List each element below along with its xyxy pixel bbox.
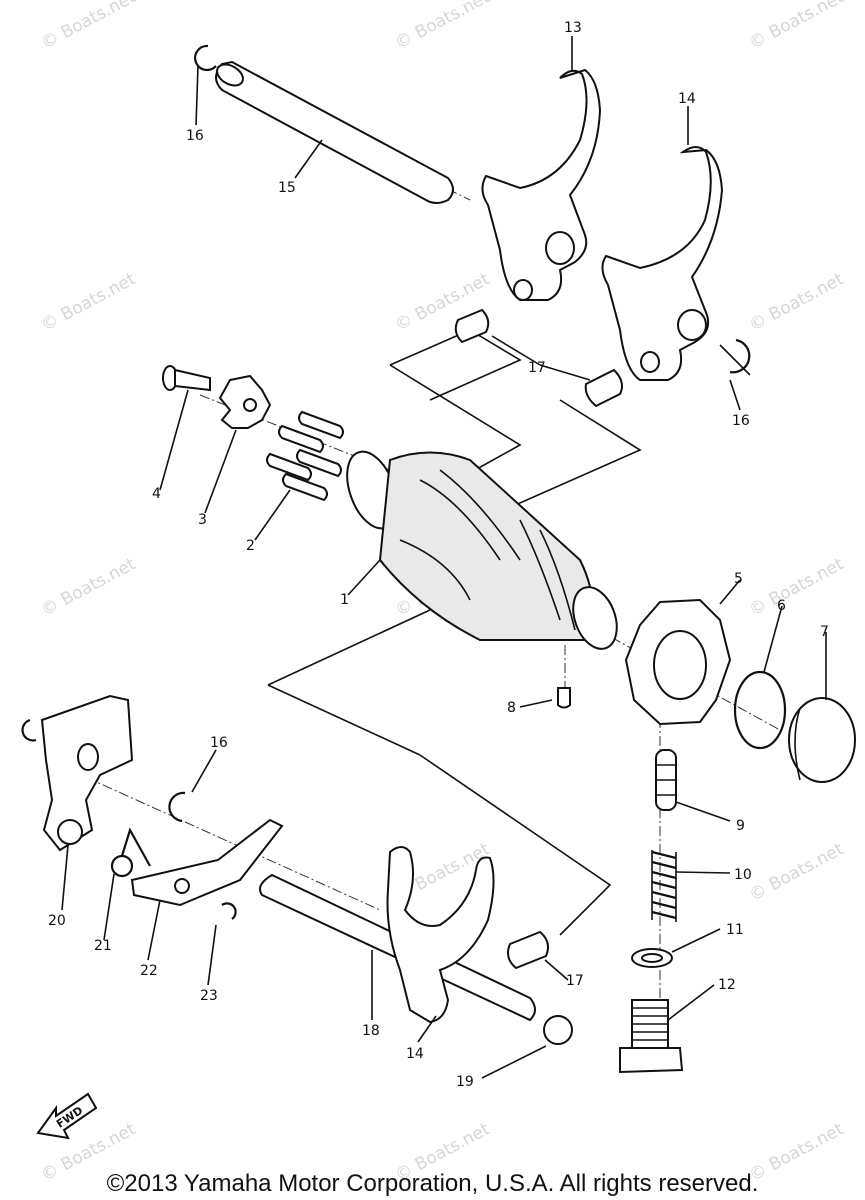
callout-5: 5 <box>734 571 743 587</box>
callout-17-lower: 17 <box>566 973 584 989</box>
shift-drum-1 <box>346 450 618 650</box>
shift-fork-shaft-15 <box>215 60 454 204</box>
callout-22: 22 <box>140 963 158 979</box>
callout-4: 4 <box>152 486 161 502</box>
callout-23: 23 <box>200 988 218 1004</box>
pin-8 <box>557 687 571 709</box>
callout-17-top: 17 <box>528 360 546 376</box>
callout-18: 18 <box>362 1023 380 1039</box>
callout-8: 8 <box>507 700 516 716</box>
stopper-plate-5 <box>624 598 732 726</box>
callout-21: 21 <box>94 938 112 954</box>
callout-11: 11 <box>726 922 744 938</box>
callout-14-lower: 14 <box>406 1046 424 1062</box>
guide-pin-17-lower <box>507 930 549 970</box>
cap-19 <box>543 1015 573 1045</box>
callout-7: 7 <box>820 624 829 640</box>
copyright-notice: ©2013 Yamaha Motor Corporation, U.S.A. A… <box>106 1170 759 1197</box>
leader-lines <box>61 36 827 1079</box>
callout-15: 15 <box>278 180 296 196</box>
screw-4 <box>162 365 211 392</box>
circlip-23 <box>221 902 237 920</box>
shift-arm-22 <box>130 818 284 907</box>
callout-16-lower: 16 <box>210 735 228 751</box>
shift-lever-20 <box>21 694 134 852</box>
cap-7 <box>788 697 856 783</box>
callout-2: 2 <box>246 538 255 554</box>
circlip-16-top <box>193 44 217 71</box>
callout-19: 19 <box>456 1074 474 1090</box>
circlip-16-right <box>729 338 751 374</box>
callout-9: 9 <box>736 818 745 834</box>
forward-arrow-icon: FWD <box>36 1092 98 1140</box>
callout-10: 10 <box>734 867 752 883</box>
bolt-12 <box>619 999 684 1074</box>
shift-fork-14-top <box>601 146 724 381</box>
washer-11 <box>631 948 673 968</box>
callout-13: 13 <box>564 20 582 36</box>
callout-1: 1 <box>340 592 349 608</box>
callout-labels: 13 14 16 15 17 16 4 3 2 1 5 6 7 8 9 10 1… <box>48 20 829 1090</box>
callout-16-right: 16 <box>732 413 750 429</box>
circlip-6 <box>733 670 787 750</box>
shift-fork-13 <box>481 68 602 301</box>
spring-21 <box>110 827 151 878</box>
callout-12: 12 <box>718 977 736 993</box>
pins-2 <box>266 410 344 502</box>
plunger-9 <box>655 749 677 811</box>
spring-10 <box>651 850 677 922</box>
callout-3: 3 <box>198 512 207 528</box>
guide-pin-17 <box>454 308 623 408</box>
callout-20: 20 <box>48 913 66 929</box>
segment-plate-3 <box>218 374 272 429</box>
callout-6: 6 <box>777 598 786 614</box>
circlip-16-lower <box>168 791 186 823</box>
callout-16-top-left: 16 <box>186 128 204 144</box>
callout-14-top: 14 <box>678 91 696 107</box>
